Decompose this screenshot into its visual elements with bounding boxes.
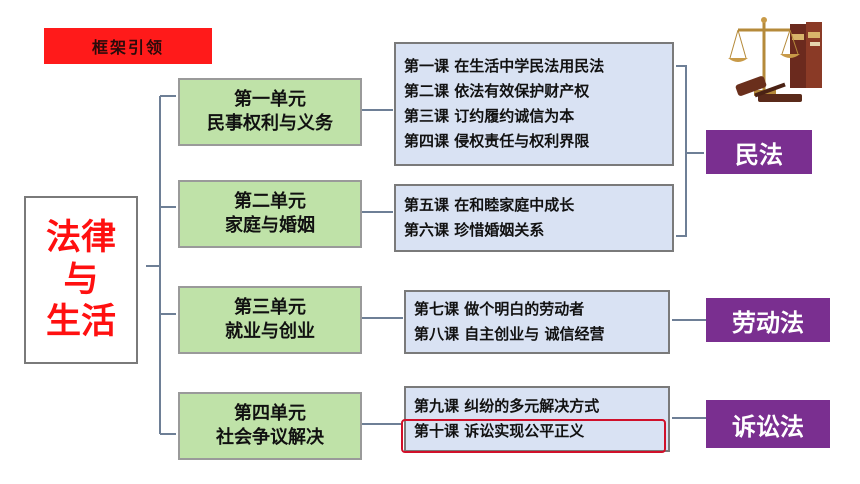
law-litigation: 诉讼法 (706, 400, 830, 448)
justice-scale-gavel-icon (728, 17, 822, 102)
lessons-unit-2: 第五课 在和睦家庭中成长 第六课 珍惜婚姻关系 (394, 184, 674, 252)
unit-2-number: 第二单元 (234, 191, 306, 212)
framework-tag: 框架引领 (44, 28, 212, 64)
lesson-7: 第七课 做个明白的劳动者 (414, 300, 585, 318)
lesson-10-highlight (401, 419, 666, 453)
unit-1-number: 第一单元 (234, 89, 306, 110)
main-topic-box: 法律 与 生活 (24, 196, 138, 364)
unit-3-title: 就业与创业 (225, 321, 315, 342)
lesson-8: 第八课 自主创业与 诚信经营 (414, 325, 605, 343)
unit-4-number: 第四单元 (234, 403, 306, 424)
main-brace (146, 95, 176, 435)
unit-1-box: 第一单元 民事权利与义务 (178, 78, 362, 146)
unit-3-box: 第三单元 就业与创业 (178, 286, 362, 354)
main-topic-line-1: 法律 (45, 218, 116, 258)
main-topic-line-3: 生活 (45, 302, 116, 342)
law-civil: 民法 (706, 130, 812, 174)
lesson-6: 第六课 珍惜婚姻关系 (404, 221, 545, 239)
civil-law-brace (676, 65, 704, 237)
law-labor: 劳动法 (706, 298, 830, 342)
unit-4-box: 第四单元 社会争议解决 (178, 392, 362, 460)
main-topic-line-2: 与 (63, 260, 99, 300)
lesson-2: 第二课 依法有效保护财产权 (404, 82, 590, 100)
lesson-1: 第一课 在生活中学民法用民法 (404, 57, 605, 75)
lesson-3: 第三课 订约履约诚信为本 (404, 107, 575, 125)
unit-4-title: 社会争议解决 (216, 427, 324, 448)
unit-3-number: 第三单元 (234, 297, 306, 318)
unit-2-title: 家庭与婚姻 (225, 215, 315, 236)
lesson-5: 第五课 在和睦家庭中成长 (404, 196, 575, 214)
unit-2-box: 第二单元 家庭与婚姻 (178, 180, 362, 248)
lesson-4: 第四课 侵权责任与权利界限 (404, 132, 590, 150)
lessons-unit-1: 第一课 在生活中学民法用民法 第二课 依法有效保护财产权 第三课 订约履约诚信为… (394, 42, 674, 166)
unit-1-title: 民事权利与义务 (207, 113, 333, 134)
lesson-9: 第九课 纠纷的多元解决方式 (414, 397, 600, 415)
lesson-10: 第十课 诉讼实现公平正义 (414, 422, 585, 440)
lessons-unit-3: 第七课 做个明白的劳动者 第八课 自主创业与 诚信经营 (404, 290, 670, 354)
